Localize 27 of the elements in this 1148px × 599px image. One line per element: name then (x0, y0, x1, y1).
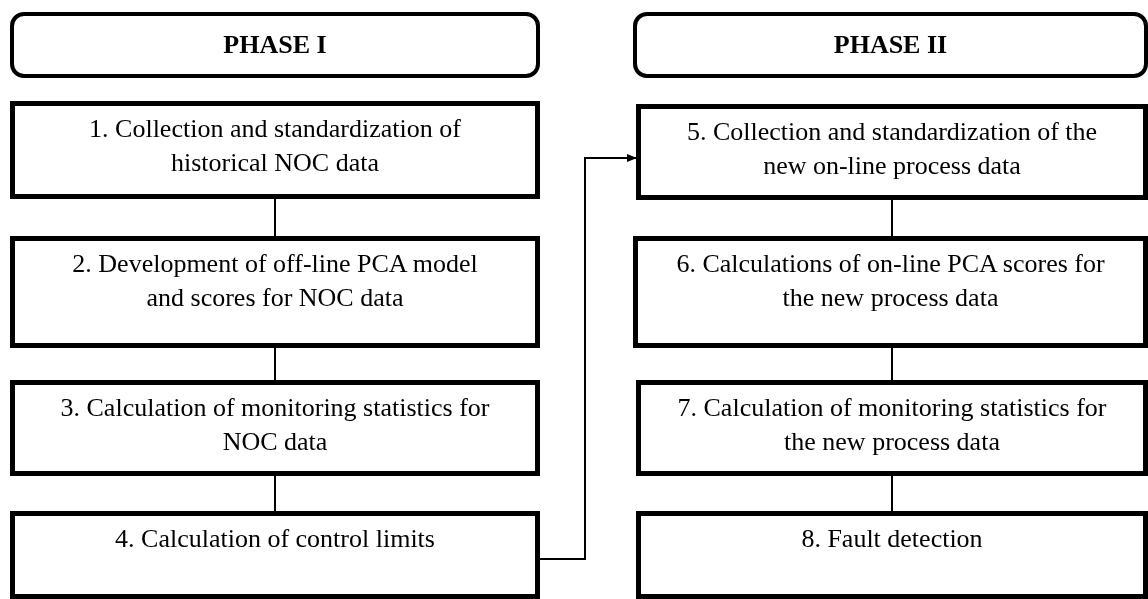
step-box (633, 236, 1148, 348)
step-box (10, 101, 540, 199)
step-text: 3. Calculation of monitoring statistics for NOC data (59, 392, 491, 458)
step-text: 8. Fault detection (801, 523, 983, 555)
step-box (636, 380, 1148, 476)
step-box (10, 380, 540, 476)
step-text: 5. Collection and standardization of the new on-line process data (685, 116, 1099, 182)
connector-line (274, 347, 276, 381)
step-text: 4. Calculation of control limits (115, 523, 435, 555)
connector-line (891, 199, 893, 237)
step-text: 2. Development of off-line PCA model and scores for NOC data (71, 248, 479, 314)
connector-line (891, 475, 893, 512)
connector-line (274, 198, 276, 237)
arrow (539, 154, 637, 560)
step-text: 1. Collection and standardization of historical NOC data (88, 113, 462, 179)
step-text: 7. Calculation of monitoring statistics for the new process data (677, 392, 1107, 458)
phase-header (10, 12, 540, 78)
step-box (636, 104, 1148, 200)
step-box (10, 236, 540, 348)
step-box (636, 511, 1148, 599)
step-box (10, 511, 540, 599)
connector-line (274, 475, 276, 512)
step-text: 6. Calculations of on-line PCA scores for the new process data (675, 248, 1106, 314)
phase-header (633, 12, 1148, 78)
phase-title: PHASE I (223, 29, 327, 62)
connector-line (891, 347, 893, 381)
phase-title: PHASE II (833, 29, 948, 62)
